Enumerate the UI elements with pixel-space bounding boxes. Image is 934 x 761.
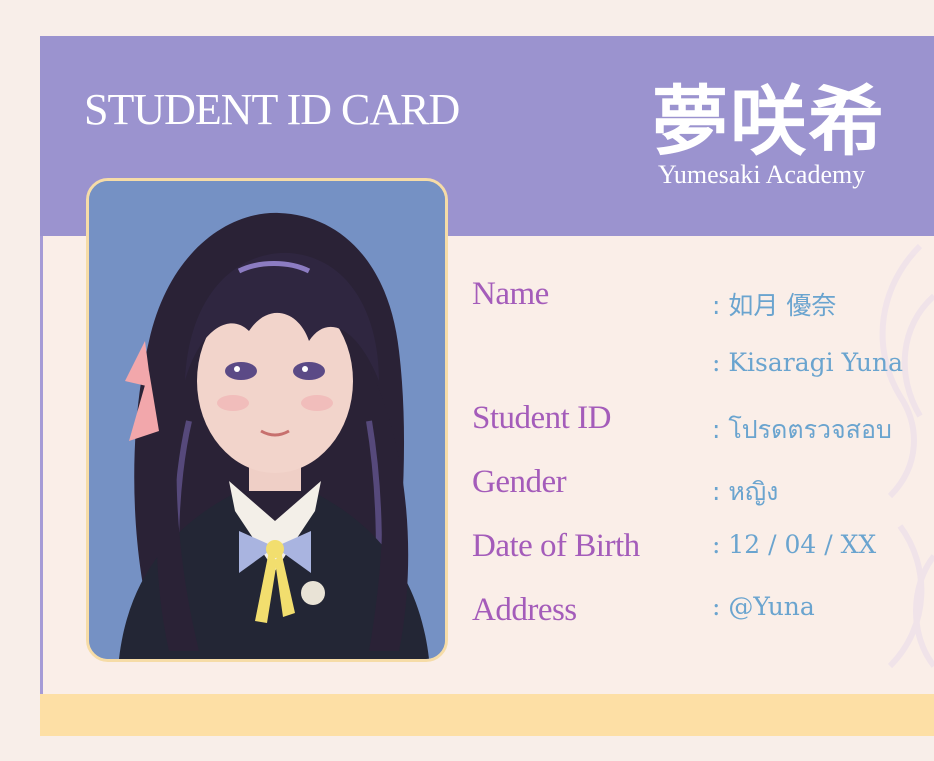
academy-logo-kanji: 夢咲希 bbox=[652, 77, 886, 166]
date-of-birth-value: : 12 / 04 / XX bbox=[712, 530, 877, 559]
address-value: : @Yuna bbox=[712, 592, 815, 621]
name-label: Name bbox=[472, 276, 549, 312]
name-value-romaji: : Kisaragi Yuna bbox=[712, 348, 904, 377]
date-of-birth-label: Date of Birth bbox=[472, 528, 640, 564]
name-value-japanese: : 如月 優奈 bbox=[712, 291, 837, 320]
student-id-card: STUDENT ID CARD 夢咲希 Yumesaki Academy bbox=[40, 36, 934, 736]
address-label: Address bbox=[472, 592, 577, 628]
card-title: STUDENT ID CARD bbox=[84, 85, 460, 134]
student-id-value: : โปรดตรวจสอบ bbox=[712, 415, 892, 444]
left-accent-strip bbox=[40, 236, 43, 694]
student-photo bbox=[86, 178, 448, 662]
student-id-label: Student ID bbox=[472, 400, 611, 436]
card-bottom-band bbox=[40, 694, 934, 736]
academy-name: Yumesaki Academy bbox=[658, 160, 866, 189]
gender-label: Gender bbox=[472, 464, 567, 500]
gender-value: : หญิง bbox=[712, 477, 779, 506]
academy-crest-watermark-icon bbox=[879, 243, 934, 669]
